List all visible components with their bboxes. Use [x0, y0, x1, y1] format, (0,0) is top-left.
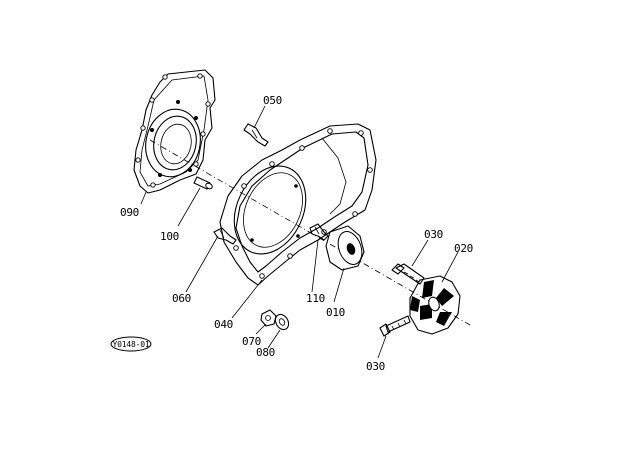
bolt-030-lower — [379, 315, 411, 337]
nut-070 — [260, 309, 277, 327]
bolt-050 — [243, 123, 269, 147]
part-label-040: 040 — [214, 318, 233, 331]
leader-110 — [311, 239, 319, 293]
bolt-110 — [309, 223, 329, 241]
coupling-hub-010 — [325, 225, 365, 271]
diagram-code: Y0148-01 — [113, 340, 150, 349]
diagram-code-badge: Y0148-01 — [110, 336, 152, 352]
flex-coupling-020 — [409, 275, 461, 335]
part-label-110: 110 — [306, 292, 325, 305]
dowel-pin-100 — [193, 176, 213, 190]
part-label-030-lower: 030 — [366, 360, 385, 373]
part-label-030-upper: 030 — [424, 228, 443, 241]
part-label-070: 070 — [242, 335, 261, 348]
leader-070 — [255, 323, 267, 335]
part-label-050: 050 — [263, 94, 282, 107]
part-label-100: 100 — [160, 230, 179, 243]
bolt-030-upper — [391, 263, 425, 285]
leader-080 — [267, 329, 281, 349]
part-label-080: 080 — [256, 346, 275, 359]
flywheel-housing — [219, 123, 377, 286]
leader-060 — [185, 235, 219, 293]
leader-020 — [441, 251, 459, 283]
leader-050 — [253, 105, 266, 129]
part-label-060: 060 — [172, 292, 191, 305]
bolt-060 — [213, 227, 237, 245]
part-label-090: 090 — [120, 206, 139, 219]
part-label-020: 020 — [454, 242, 473, 255]
leader-090 — [140, 191, 147, 205]
part-label-010: 010 — [326, 306, 345, 319]
leader-100 — [177, 187, 201, 227]
leader-030a — [411, 239, 429, 267]
leader-040 — [231, 279, 263, 319]
leader-010 — [333, 267, 345, 303]
leader-030b — [377, 335, 387, 359]
cover-plate-090 — [133, 69, 216, 194]
washer-080 — [274, 313, 290, 331]
